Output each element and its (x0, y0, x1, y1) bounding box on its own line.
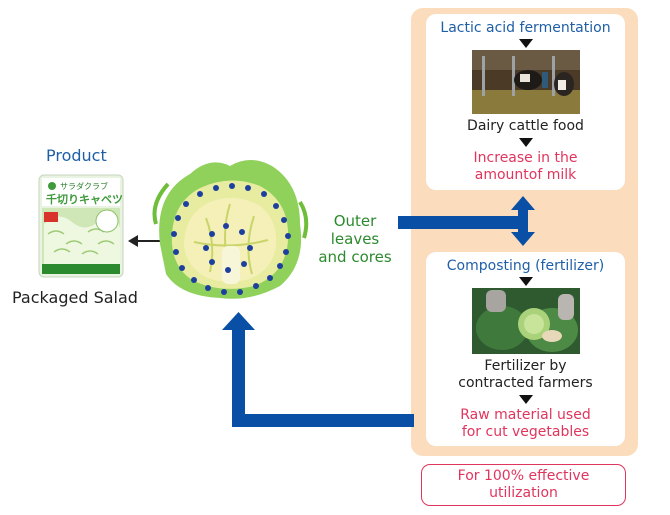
lactic-fermentation-heading: Lactic acid fermentation (440, 20, 611, 36)
raw-material-line-1: Raw material used (460, 407, 591, 423)
fertilizer-farmers-text: Fertilizer by contracted farmers (426, 358, 625, 392)
down-arrow-icon (518, 277, 533, 286)
packaged-salad-label: Packaged Salad (12, 288, 138, 307)
lactic-fermentation-card: Lactic acid fermentation Dairy cattle fo… (426, 14, 625, 190)
outer-leaves-label: Outer leaves and cores (316, 212, 394, 266)
dairy-cattle-photo (471, 50, 580, 114)
fertilizer-line-1: Fertilizer by (484, 358, 567, 374)
cabbage-harvest-photo (471, 288, 580, 354)
down-arrow-icon (518, 39, 533, 48)
effective-utilization-badge: For 100% effective utilization (421, 464, 626, 506)
composting-card: Composting (fertilizer) Fertilizer by co… (426, 252, 625, 446)
fertilizer-line-2: contracted farmers (458, 375, 593, 391)
raw-material-text: Raw material used for cut vegetables (426, 407, 625, 441)
increase-milk-line-1: Increase in the (473, 150, 578, 166)
outer-label-line-2: leaves (330, 230, 380, 248)
composting-heading: Composting (fertilizer) (446, 258, 605, 274)
footer-line-1: For 100% effective (457, 468, 590, 484)
increase-milk-line-2: amountof milk (474, 167, 577, 183)
down-arrow-icon (518, 138, 533, 147)
dairy-cattle-food-text: Dairy cattle food (467, 118, 584, 134)
svg-text:サラダクラブ: サラダクラブ (60, 181, 108, 191)
outer-label-line-3: and cores (318, 248, 392, 266)
cabbage-cross-section-image (152, 160, 309, 299)
outer-label-line-1: Outer (333, 212, 377, 230)
footer-line-2: utilization (489, 485, 558, 501)
svg-text:千切りキャベツ: 千切りキャベツ (46, 192, 123, 206)
increase-milk-text: Increase in the amountof milk (426, 150, 625, 184)
down-arrow-icon (518, 395, 533, 404)
salad-package-image: サラダクラブ 千切りキャベツ (38, 174, 124, 278)
product-title: Product (46, 146, 107, 165)
raw-material-line-2: for cut vegetables (461, 424, 590, 440)
